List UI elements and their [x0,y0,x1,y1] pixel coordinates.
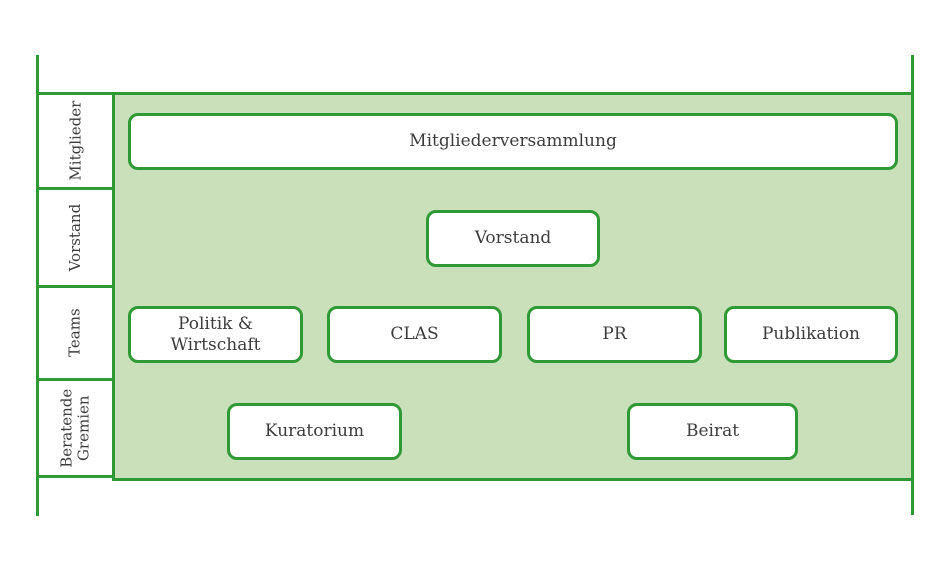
node-label: PR [602,324,627,345]
row-header-label: Teams [65,308,84,358]
node-clas: CLAS [327,306,502,363]
row-header-teams: Teams [36,285,115,381]
node-mitgliederversammlung: Mitgliederversammlung [128,113,898,170]
row-header-label: Beratende Gremien [57,388,93,468]
node-label: Politik & Wirtschaft [170,314,261,355]
row-header-label: Mitglieder [65,101,84,181]
node-label: Mitgliederversammlung [409,131,617,152]
node-label: Publikation [761,324,861,345]
row-header-mitglieder: Mitglieder [36,92,115,190]
node-label: CLAS [390,324,439,345]
row-header-label: Vorstand [65,203,84,272]
row-header-beratende-gremien: Beratende Gremien [36,378,115,478]
node-label: Vorstand [474,228,552,249]
node-pr: PR [527,306,702,363]
node-kuratorium: Kuratorium [227,403,402,460]
node-vorstand: Vorstand [426,210,600,267]
node-beirat: Beirat [627,403,798,460]
node-label: Beirat [685,421,740,442]
row-header-vorstand: Vorstand [36,187,115,288]
node-label: Kuratorium [264,421,365,442]
node-politik-wirtschaft: Politik & Wirtschaft [128,306,303,363]
node-publikation: Publikation [724,306,898,363]
